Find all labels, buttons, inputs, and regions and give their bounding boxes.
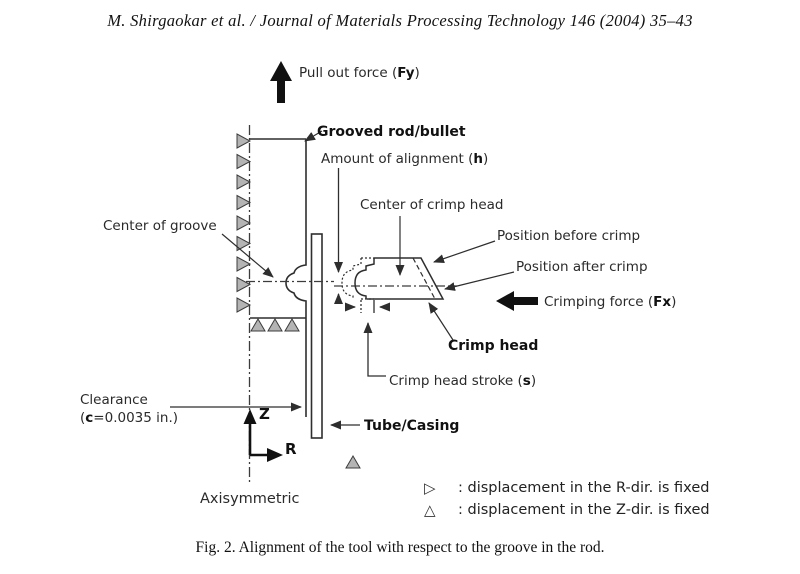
stroke-dimension <box>345 300 390 377</box>
clearance-value-label: (c=0.0035 in.) <box>80 410 179 427</box>
legend-r-fixed-text: : displacement in the R-dir. is fixed <box>458 480 710 496</box>
grooved-rod-label: Grooved rod/bullet <box>317 124 466 140</box>
leader-lines <box>170 130 515 430</box>
alignment-pre: Amount of alignment ( <box>321 151 474 167</box>
center-of-crimp-head-label: Center of crimp head <box>360 197 504 213</box>
pull-out-force-post: ) <box>414 65 420 81</box>
center-of-groove-leader <box>221 233 274 278</box>
grooved-rod-leader <box>304 130 323 142</box>
alignment-label: Amount of alignment (h) <box>321 151 489 168</box>
journal-header: M. Shirgaokar et al. / Journal of Materi… <box>107 11 693 30</box>
position-after-label: Position after crimp <box>516 259 648 275</box>
crimping-force-post: ) <box>671 294 677 310</box>
position-before-label: Position before crimp <box>497 228 641 244</box>
crimp-head-stroke-label: Crimp head stroke (s) <box>389 373 537 390</box>
crimp-head-stroke-post: ) <box>530 373 537 389</box>
tube-casing-label: Tube/Casing <box>364 418 460 434</box>
pull-out-force-pre: Pull out force ( <box>299 65 398 81</box>
alignment-post: ) <box>483 151 489 167</box>
coordinate-axes <box>243 409 283 462</box>
crimping-force-arrow <box>496 291 538 311</box>
clearance-title-label: Clearance <box>80 392 148 408</box>
clearance-post: =0.0035 in.) <box>93 410 179 426</box>
axisymmetric-label: Axisymmetric <box>200 491 300 507</box>
legend-z-fixed-text: : displacement in the Z-dir. is fixed <box>458 502 710 518</box>
clearance-pre: ( <box>80 410 86 426</box>
right-triangle-icon: ▷ <box>424 479 436 497</box>
crimp-head-stroke-symbol: s <box>522 373 531 389</box>
crimping-force-symbol: Fx <box>653 294 672 310</box>
figure-caption: Fig. 2. Alignment of the tool with respe… <box>195 539 605 556</box>
pull-out-force-symbol: Fy <box>397 65 415 81</box>
crimp-head-before-position <box>341 257 436 300</box>
crimping-force-pre: Crimping force ( <box>544 294 654 310</box>
crimp-head-leader <box>428 302 454 341</box>
position-after-leader <box>444 271 515 291</box>
center-of-groove-label: Center of groove <box>103 218 217 234</box>
pull-out-force-label: Pull out force (Fy) <box>299 65 420 82</box>
alignment-symbol: h <box>473 151 484 167</box>
z-fixed-triangles <box>250 318 361 469</box>
crimp-head-label: Crimp head <box>448 338 539 354</box>
r-fixed-triangles <box>236 133 252 313</box>
z-axis-label: Z <box>259 405 270 423</box>
clearance-symbol: c <box>85 410 94 426</box>
crimping-force-label: Crimping force (Fx) <box>544 294 677 311</box>
crimp-head-stroke-pre: Crimp head stroke ( <box>389 373 523 389</box>
position-before-leader <box>433 240 496 263</box>
legend-item-z-fixed: △ : displacement in the Z-dir. is fixed <box>424 501 710 519</box>
pull-out-force-arrow <box>270 61 292 103</box>
legend-item-r-fixed: ▷ : displacement in the R-dir. is fixed <box>424 479 709 497</box>
r-axis-label: R <box>285 440 297 458</box>
up-triangle-icon: △ <box>424 501 436 519</box>
crimp-head-outline <box>354 257 445 300</box>
grooved-rod-outline <box>250 138 307 417</box>
tube-casing-outline <box>310 233 323 439</box>
